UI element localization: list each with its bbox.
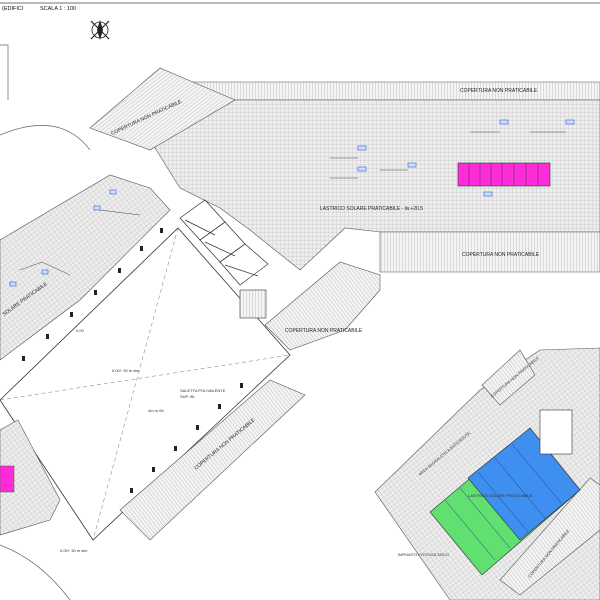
dimension-2: 0.00 [76, 328, 85, 333]
dimension-1: 4m m 06 [148, 408, 164, 413]
road-curve [0, 125, 91, 151]
roof-block-top-left [89, 67, 236, 151]
road-edge [0, 44, 9, 100]
bottom-note: IMPIANTO FOTOVOLTAICO [398, 552, 449, 557]
annex-stair-block [539, 409, 573, 455]
roof-band-top [189, 81, 600, 101]
scale-label: SCALA 1 : 100 [40, 6, 76, 12]
annex-roof-np-bottom [499, 477, 600, 596]
annex-roof-np-top [481, 349, 536, 406]
roof-band-diagonal [264, 261, 381, 351]
stair-block [239, 289, 267, 319]
courtyard [0, 227, 291, 541]
hvac-piping [19, 131, 566, 276]
spot-elevation-1: 0.00+ 30 m slm [112, 368, 140, 373]
room-note-1: SALETTA POLIVALENTE [180, 388, 226, 393]
columns-row-south [130, 383, 243, 493]
spot-elevation-2: 0.00+ 30 m slm [60, 548, 88, 553]
hvac-devices [9, 119, 575, 287]
courtyard-diagonal-2 [92, 227, 179, 541]
roof-label-lower: COPERTURA NON PRATICABILE [462, 252, 540, 258]
roof-band-lower [379, 231, 600, 273]
pv-panel-left [0, 465, 15, 493]
solar-deck-left-bottom [0, 419, 61, 536]
solar-deck-label: LASTRICO SOLARE PRATICABILE - liv.+20.5 [320, 206, 423, 212]
roof-label-diagonal: COPERTURA NON PRATICABILE [285, 328, 363, 334]
solar-deck-left [0, 174, 171, 361]
pv-array-main [457, 162, 551, 187]
pv-array-annex [429, 427, 581, 576]
skylight-group [179, 199, 269, 286]
roof-band-bottom [119, 379, 306, 541]
view-title: (EDIFICI [2, 6, 24, 12]
columns-row-north [22, 228, 163, 361]
annex-solar-label: LASTRICO SOLARE PRATICABILE [468, 493, 532, 498]
room-note-2: SUP. 96 [180, 394, 195, 399]
road-curve-bottom [0, 544, 71, 600]
roof-label-top: COPERTURA NON PRATICABILE [460, 88, 538, 94]
north-arrow-icon [90, 20, 110, 40]
